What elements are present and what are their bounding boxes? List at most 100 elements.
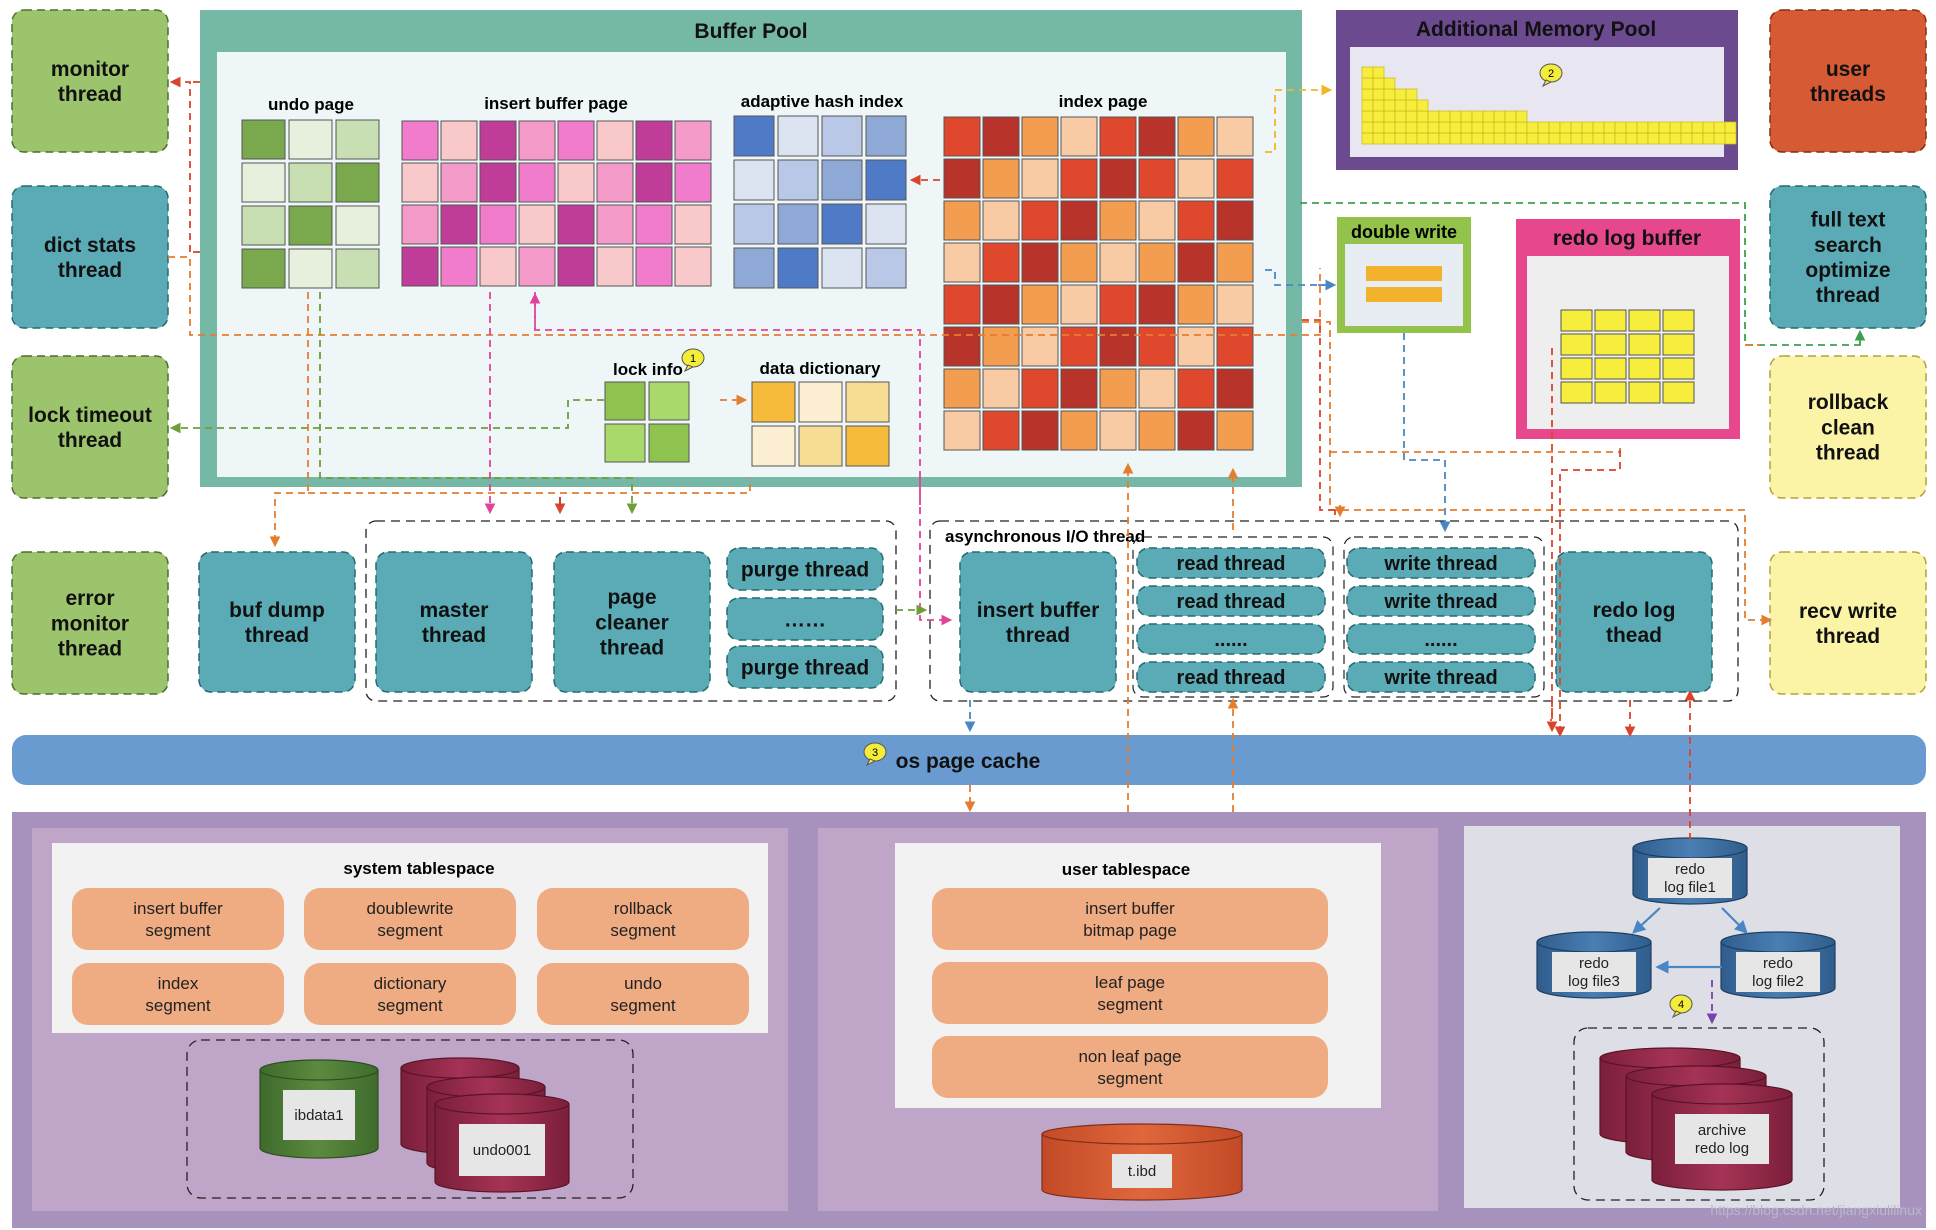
memory-block bbox=[1603, 121, 1616, 134]
page-cell bbox=[798, 425, 843, 467]
page-cell bbox=[982, 158, 1020, 199]
page-cell bbox=[943, 410, 981, 451]
memory-block bbox=[1658, 132, 1671, 145]
page-cell bbox=[648, 381, 690, 421]
memory-block bbox=[1504, 121, 1517, 134]
read-thread-0-label: read thread bbox=[1177, 553, 1286, 575]
user-segment-2-label: segment bbox=[1097, 1069, 1162, 1088]
page-cell bbox=[1628, 309, 1661, 332]
page-cell bbox=[1177, 284, 1215, 325]
memory-block bbox=[1713, 132, 1726, 145]
undo001-file: undo001 bbox=[434, 1093, 570, 1193]
disk-area: system tablespace insert buffersegmentdo… bbox=[12, 812, 1926, 1228]
ibdata1-file: ibdata1 bbox=[259, 1059, 379, 1159]
error-monitor-thread-label: thread bbox=[58, 638, 122, 661]
memory-block bbox=[1372, 121, 1385, 134]
page-cell bbox=[648, 423, 690, 463]
page-cell bbox=[596, 246, 634, 287]
page-cell bbox=[1662, 381, 1695, 404]
page-cell bbox=[557, 246, 595, 287]
page-cell bbox=[865, 203, 907, 245]
memory-block bbox=[1680, 132, 1693, 145]
page-cell bbox=[733, 247, 775, 289]
system-segment-4-label: dictionary bbox=[374, 974, 447, 993]
page-cell bbox=[1662, 333, 1695, 356]
memory-block bbox=[1394, 99, 1407, 112]
lock-info-grid bbox=[604, 381, 690, 463]
write-thread-2-label: ...... bbox=[1424, 629, 1457, 651]
user-tablespace-title: user tablespace bbox=[1062, 860, 1191, 879]
page-cell bbox=[1628, 333, 1661, 356]
page-cell bbox=[635, 162, 673, 203]
page-cell bbox=[821, 203, 863, 245]
memory-block bbox=[1405, 110, 1418, 123]
page-cell bbox=[288, 205, 333, 246]
memory-block bbox=[1581, 132, 1594, 145]
memory-block bbox=[1394, 88, 1407, 101]
page-cell bbox=[1060, 242, 1098, 283]
marker-1: 1 bbox=[681, 348, 705, 373]
page-cell bbox=[1099, 326, 1137, 367]
memory-block bbox=[1416, 99, 1429, 112]
insert-buffer-page-label: insert buffer page bbox=[484, 94, 628, 113]
undo-page-grid bbox=[241, 119, 380, 289]
page-cell bbox=[1060, 410, 1098, 451]
memory-block bbox=[1504, 132, 1517, 145]
archive-redo-log-file-label: redo log bbox=[1695, 1140, 1749, 1157]
memory-block bbox=[1515, 121, 1528, 134]
memory-block bbox=[1361, 132, 1374, 145]
memory-block bbox=[1592, 121, 1605, 134]
system-segment-5-label: segment bbox=[610, 996, 675, 1015]
page-cell bbox=[777, 247, 819, 289]
user-segment-0-label: insert buffer bbox=[1085, 899, 1175, 918]
memory-block bbox=[1438, 121, 1451, 134]
marker-2: 2 bbox=[1539, 63, 1563, 88]
master-thread-label: thread bbox=[422, 624, 486, 647]
page-cell bbox=[1060, 200, 1098, 241]
memory-block bbox=[1548, 121, 1561, 134]
dict-stats-thread-label: dict stats bbox=[44, 234, 136, 257]
memory-block bbox=[1647, 132, 1660, 145]
page-cell bbox=[241, 119, 286, 160]
page-cell bbox=[1216, 410, 1254, 451]
page-cell bbox=[674, 204, 712, 245]
memory-block bbox=[1636, 132, 1649, 145]
user-threads-label: threads bbox=[1810, 83, 1886, 106]
memory-block bbox=[1427, 121, 1440, 134]
system-segment-0-label: insert buffer bbox=[133, 899, 223, 918]
lock-timeout-thread-label: thread bbox=[58, 429, 122, 452]
page-cell bbox=[1177, 326, 1215, 367]
page-cell bbox=[1138, 116, 1176, 157]
middle-thread-boxes: buf dumpthreadmasterthreadpagecleanerthr… bbox=[198, 547, 1713, 693]
full-text-search-optimize-thread-label: thread bbox=[1816, 284, 1880, 307]
write-thread-0: write thread bbox=[1346, 547, 1536, 579]
memory-block bbox=[1691, 132, 1704, 145]
memory-block bbox=[1658, 121, 1671, 134]
page-cell bbox=[1060, 284, 1098, 325]
page-cleaner-thread-label: page bbox=[607, 586, 656, 609]
page-cell bbox=[479, 204, 517, 245]
page-cell bbox=[1099, 242, 1137, 283]
t-ibd-file-label: t.ibd bbox=[1128, 1163, 1156, 1180]
memory-pool-grid bbox=[1361, 66, 1737, 145]
adaptive-hash-index-label: adaptive hash index bbox=[741, 92, 904, 111]
user-segment-2-label: non leaf page bbox=[1078, 1047, 1181, 1066]
page-cell bbox=[335, 248, 380, 289]
marker-4: 4 bbox=[1669, 994, 1693, 1019]
page-cell bbox=[1177, 410, 1215, 451]
page-cell bbox=[982, 410, 1020, 451]
page-cell bbox=[1560, 381, 1593, 404]
write-thread-3-label: write thread bbox=[1383, 667, 1497, 689]
page-cell bbox=[479, 246, 517, 287]
memory-block bbox=[1383, 88, 1396, 101]
memory-block bbox=[1372, 132, 1385, 145]
additional-memory-pool-title: Additional Memory Pool bbox=[1416, 18, 1656, 41]
